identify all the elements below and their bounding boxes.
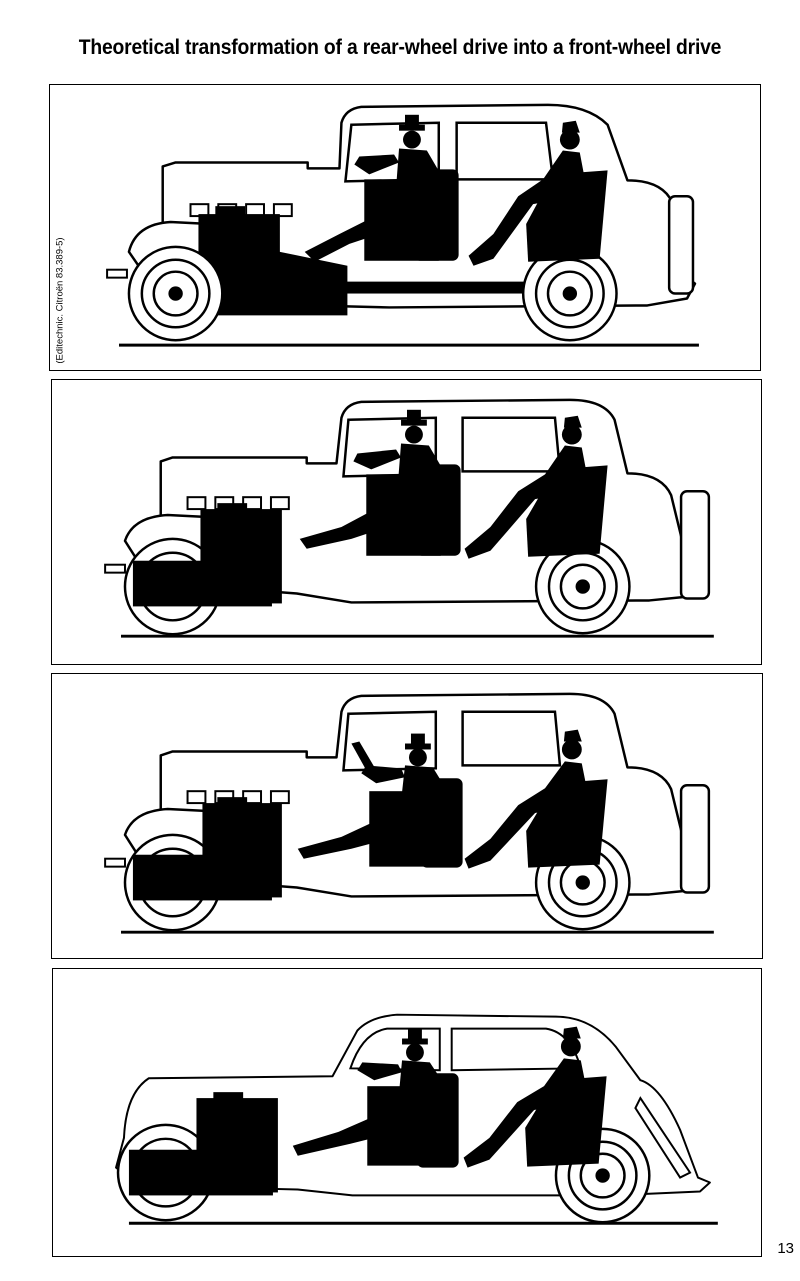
panel-rear-wheel-drive: (Editechnic. Citroën 83.389-5): [49, 84, 761, 371]
car-diagram-front-wheel-drive-final: [115, 1013, 718, 1225]
driver-seat: [413, 169, 459, 261]
page-number: 13: [777, 1240, 794, 1257]
rear-boot: [634, 1096, 692, 1179]
panel-front-wheel-drive-step-1: [51, 379, 762, 665]
steering-wheel: [351, 741, 380, 780]
panel-front-wheel-drive-step-2: [51, 673, 763, 959]
driver-seat: [420, 778, 463, 868]
bumper-front: [106, 268, 128, 279]
spare-wheel: [679, 783, 711, 894]
engine-block: [132, 797, 282, 901]
driver-silhouette: [304, 114, 444, 262]
window-rear: [461, 710, 562, 767]
spare-wheel: [679, 489, 711, 600]
car-diagram-front-wheel-drive-step-1: [104, 398, 714, 638]
car-diagram-rear-wheel-drive: [106, 103, 699, 347]
passenger-seat: [526, 779, 608, 868]
engine-block: [128, 1092, 278, 1196]
bumper-front: [104, 857, 126, 868]
window-rear: [455, 121, 555, 181]
passenger-seat: [525, 1076, 607, 1167]
rear-wheel: [534, 538, 631, 635]
bumper-front: [104, 563, 126, 574]
image-credit: (Editechnic. Citroën 83.389-5): [54, 237, 66, 364]
spare-wheel: [667, 194, 695, 295]
front-wheel: [127, 245, 224, 342]
passenger-seat: [526, 465, 608, 557]
window-rear: [461, 416, 562, 473]
car-diagram-front-wheel-drive-step-2: [104, 692, 714, 934]
driver-seat: [416, 1073, 459, 1168]
driver-seat: [415, 464, 461, 556]
engine-block: [132, 503, 282, 607]
rear-wheel: [521, 245, 618, 342]
passenger-seat: [526, 170, 608, 262]
panel-front-wheel-drive-final: [52, 968, 762, 1257]
page-title: Theoretical transformation of a rear-whe…: [78, 36, 722, 59]
